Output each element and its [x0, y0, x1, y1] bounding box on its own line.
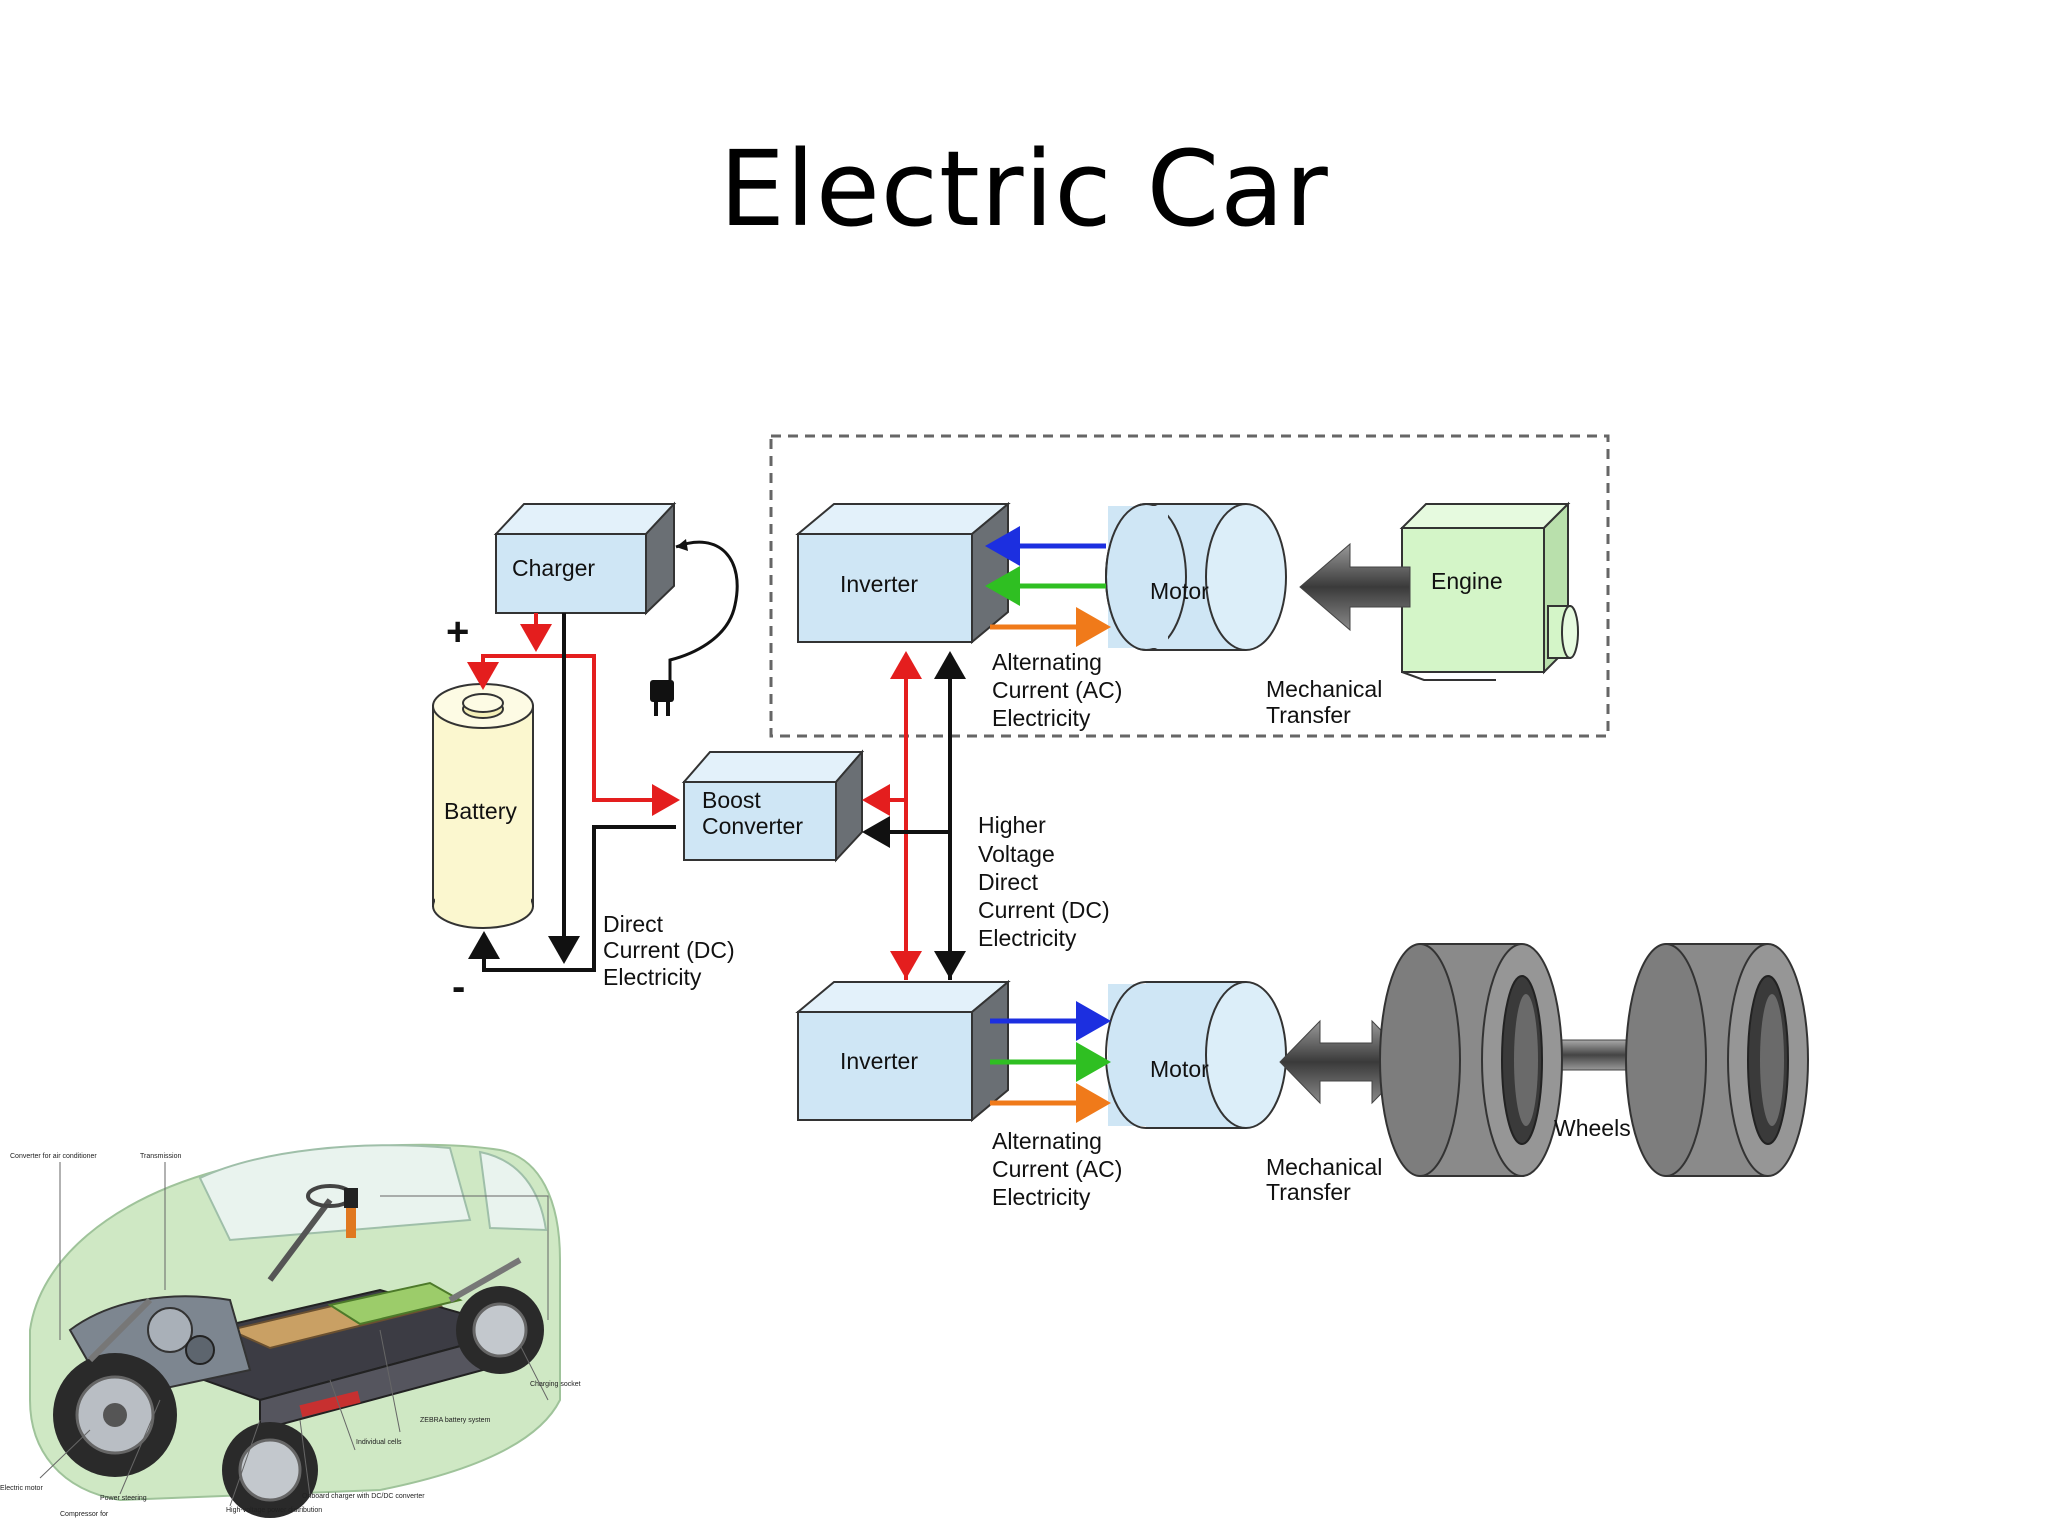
- battery-label: Battery: [444, 798, 517, 824]
- wheels-assembly: Wheels: [1379, 943, 1809, 1177]
- charger-label: Charger: [512, 555, 595, 581]
- engine-group-boundary: [769, 434, 1610, 738]
- wheels-label: Wheels: [1554, 1115, 1631, 1141]
- svg-text:Mechanical: Mechanical: [1266, 1154, 1382, 1180]
- inverter-bottom-label: Inverter: [840, 1048, 918, 1074]
- svg-text:Alternating: Alternating: [992, 649, 1102, 675]
- svg-text:Electricity: Electricity: [992, 705, 1091, 731]
- dc-wiring: [467, 613, 680, 972]
- ac-arrows-top: [985, 526, 1111, 647]
- power-plug-icon: [650, 680, 674, 716]
- svg-text:Transfer: Transfer: [1266, 1179, 1351, 1205]
- mechanical-transfer-label-bottom: Mechanical Transfer: [1266, 1154, 1382, 1205]
- engine-label: Engine: [1431, 568, 1503, 594]
- svg-text:Electricity: Electricity: [978, 925, 1077, 951]
- svg-text:Electricity: Electricity: [603, 964, 702, 990]
- boost-label-line1: Boost: [702, 787, 761, 813]
- car-cutaway-illustration: Converter for air conditioner Transmissi…: [0, 1143, 581, 1518]
- svg-text:Converter for air conditioner: Converter for air conditioner: [10, 1153, 97, 1160]
- svg-text:Current (DC): Current (DC): [978, 897, 1110, 923]
- charger-box: Charger: [493, 501, 677, 616]
- high-voltage-dc-label: Higher Voltage Direct Current (DC) Elect…: [978, 812, 1110, 951]
- svg-text:Current (AC): Current (AC): [992, 677, 1122, 703]
- boost-converter-box: Boost Converter: [681, 749, 865, 863]
- boost-label-line2: Converter: [702, 813, 803, 839]
- inverter-top-label: Inverter: [840, 571, 918, 597]
- mechanical-transfer-label-top: Mechanical Transfer: [1266, 676, 1382, 728]
- ac-electricity-label-bottom: Alternating Current (AC) Electricity: [992, 1128, 1122, 1210]
- svg-text:Transmission: Transmission: [140, 1153, 181, 1160]
- svg-text:Onboard charger with DC/DC con: Onboard charger with DC/DC converter: [302, 1493, 425, 1500]
- ac-electricity-label-top: Alternating Current (AC) Electricity: [992, 649, 1122, 731]
- ac-arrows-bottom: [990, 1001, 1111, 1123]
- svg-text:Direct: Direct: [603, 911, 664, 937]
- inverter-top-box: Inverter: [795, 501, 1011, 645]
- svg-text:Transfer: Transfer: [1266, 702, 1351, 728]
- charger-power-cord: [668, 540, 739, 680]
- svg-text:Higher: Higher: [978, 812, 1046, 838]
- motor-top: Motor: [1105, 503, 1287, 651]
- svg-text:Alternating: Alternating: [992, 1128, 1102, 1154]
- motor-top-label: Motor: [1150, 578, 1209, 604]
- svg-text:High-voltage power distributio: High-voltage power distribution: [226, 1507, 322, 1514]
- svg-text:Electricity: Electricity: [992, 1184, 1091, 1210]
- svg-text:Mechanical: Mechanical: [1266, 676, 1382, 702]
- high-voltage-dc-bus: [862, 651, 966, 980]
- motor-bottom: Motor: [1105, 981, 1287, 1129]
- mechanical-arrow-top: [1299, 542, 1411, 632]
- svg-text:Voltage: Voltage: [978, 841, 1055, 867]
- svg-text:Power steering: Power steering: [100, 1495, 147, 1502]
- svg-text:Compressor for: Compressor for: [60, 1511, 109, 1518]
- motor-bottom-label: Motor: [1150, 1056, 1209, 1082]
- slide-title: Electric Car: [719, 128, 1329, 250]
- svg-text:ZEBRA battery system: ZEBRA battery system: [420, 1417, 491, 1424]
- positive-terminal-label: +: [446, 610, 469, 654]
- negative-terminal-label: -: [452, 965, 465, 1009]
- dc-electricity-label: Direct Current (DC) Electricity: [603, 911, 735, 990]
- svg-text:Current (AC): Current (AC): [992, 1156, 1122, 1182]
- svg-text:Charging socket: Charging socket: [530, 1381, 581, 1388]
- battery-cell: Battery: [432, 683, 534, 929]
- svg-text:Electric motor: Electric motor: [0, 1485, 43, 1492]
- svg-text:Current (DC): Current (DC): [603, 937, 735, 963]
- inverter-bottom-box: Inverter: [795, 979, 1011, 1123]
- svg-text:Direct: Direct: [978, 869, 1039, 895]
- engine-block: Engine: [1399, 501, 1579, 681]
- svg-text:Individual cells: Individual cells: [356, 1439, 402, 1446]
